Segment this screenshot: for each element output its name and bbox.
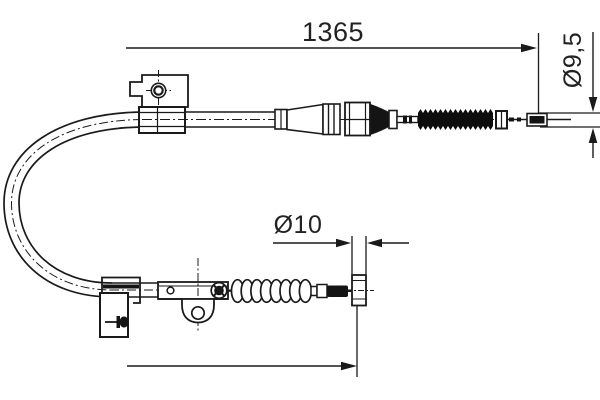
bracket-hole <box>190 305 206 321</box>
upper-mounting-bracket <box>129 70 189 134</box>
lower-cable-run <box>99 258 374 338</box>
cone-grip <box>369 103 391 136</box>
dimension-end-diameter: Ø9,5 <box>538 32 600 158</box>
equalizer-bracket <box>157 258 229 332</box>
bracket-box <box>99 292 129 338</box>
dimension-overall-length: 1365 <box>126 17 540 113</box>
arrow-right-icon <box>341 361 357 371</box>
dimension-label-length: 1365 <box>302 17 364 47</box>
arrow-left-icon <box>367 238 382 248</box>
lower-end-assembly <box>310 274 374 307</box>
bracket-hole <box>166 286 175 295</box>
dimension-label-rod-diameter: Ø10 <box>274 211 323 239</box>
dimension-label-end-diameter: Ø9,5 <box>559 32 587 88</box>
crimp-barrel <box>327 285 348 297</box>
dimension-rod-diameter: Ø10 <box>273 211 409 274</box>
adjuster-assembly <box>274 101 419 137</box>
upper-cable-run <box>3 70 571 298</box>
arrow-right-icon <box>336 238 351 248</box>
arrow-right-icon <box>521 43 537 53</box>
bolt-icon <box>116 316 120 328</box>
cable-c-curve <box>3 111 143 298</box>
arrow-down-icon <box>588 97 598 112</box>
arrow-up-icon <box>588 128 598 143</box>
centerline <box>10 119 143 291</box>
dimension-baseline <box>127 305 358 377</box>
cable-end-assembly <box>495 110 571 130</box>
protective-spring <box>418 109 493 130</box>
coiled-boot <box>228 278 313 304</box>
lower-clamp-bracket <box>99 276 141 338</box>
